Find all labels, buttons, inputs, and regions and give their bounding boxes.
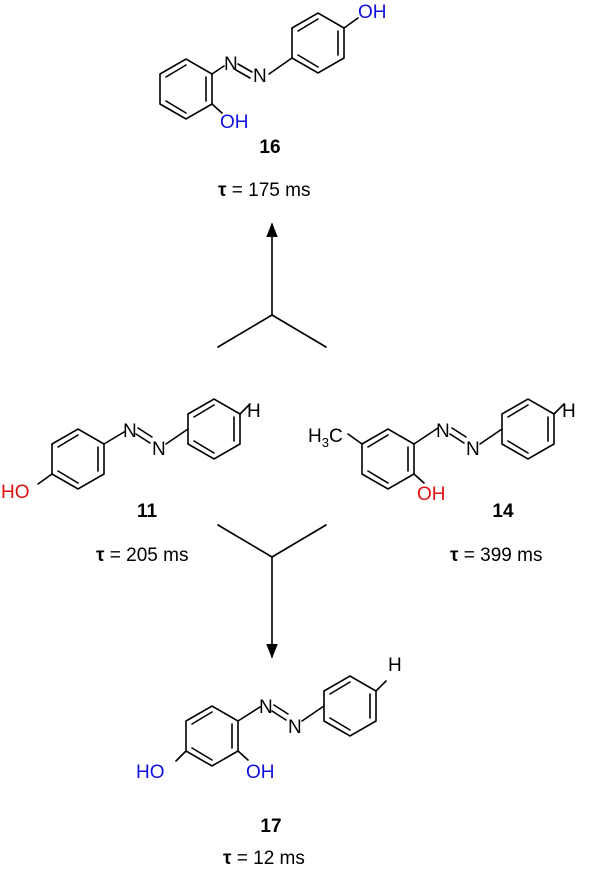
c11-azo-n1: N bbox=[123, 421, 137, 442]
c17-phenyl-ring bbox=[323, 675, 387, 737]
compound-17: HO OH N N H 17 τ = 12 ms bbox=[136, 655, 402, 869]
c14-methyl-c: C bbox=[329, 426, 343, 447]
c16-number: 16 bbox=[259, 137, 280, 158]
c11-phenol-ring bbox=[37, 428, 105, 490]
c16-tau-value: = 175 ms bbox=[226, 180, 310, 201]
c11-h: H bbox=[247, 401, 261, 422]
c11-tau-label: τ = 205 ms bbox=[96, 545, 188, 566]
c17-tau-value: = 12 ms bbox=[231, 848, 304, 869]
c14-phenyl-ring bbox=[501, 398, 565, 460]
c17-tau-label: τ = 12 ms bbox=[223, 848, 305, 869]
c14-oh: OH bbox=[417, 484, 446, 505]
c17-azo-group bbox=[237, 704, 325, 722]
c11-number: 11 bbox=[137, 501, 158, 522]
compound-11: HO N N H 11 τ = 205 ms bbox=[1, 398, 261, 566]
c16-oh-para: OH bbox=[358, 2, 387, 23]
c16-tau-label: τ = 175 ms bbox=[218, 180, 310, 201]
c11-oh: HO bbox=[1, 482, 30, 503]
c16-azo-group bbox=[211, 57, 293, 79]
c11-tau-symbol: τ bbox=[96, 545, 105, 566]
c17-number: 17 bbox=[260, 816, 281, 837]
c17-h: H bbox=[388, 655, 402, 676]
c17-oh-ortho: OH bbox=[246, 762, 275, 783]
c11-tau-value: = 205 ms bbox=[104, 545, 188, 566]
c17-tau-symbol: τ bbox=[223, 848, 232, 869]
c16-left-ring bbox=[159, 58, 223, 120]
c11-azo-group bbox=[103, 427, 189, 445]
c14-methyl-h: H bbox=[308, 426, 322, 447]
c16-azo-n1: N bbox=[224, 54, 238, 75]
c17-azo-n1: N bbox=[259, 697, 273, 718]
c14-azo-group bbox=[413, 427, 503, 445]
c17-oh-para: HO bbox=[136, 762, 165, 783]
c14-phenol-ring bbox=[347, 428, 425, 490]
c14-tau-label: τ = 399 ms bbox=[450, 545, 542, 566]
c16-azo-n2: N bbox=[253, 66, 267, 87]
c14-number: 14 bbox=[492, 501, 514, 522]
c17-resorcinol-ring bbox=[175, 705, 249, 767]
c14-h: H bbox=[562, 401, 576, 422]
c14-tau-value: = 399 ms bbox=[458, 545, 542, 566]
c14-methyl-sub: 3 bbox=[322, 435, 329, 450]
compound-16: OH N N OH 16 τ = 175 ms bbox=[159, 2, 387, 201]
c14-azo-n2: N bbox=[466, 439, 480, 460]
c14-azo-n1: N bbox=[436, 421, 450, 442]
c16-oh-ortho: OH bbox=[220, 112, 249, 133]
arrow-up-to-16 bbox=[217, 222, 327, 348]
c17-azo-n2: N bbox=[288, 717, 302, 738]
c11-azo-n2: N bbox=[152, 439, 166, 460]
arrow-down-to-17 bbox=[217, 524, 327, 659]
compound-14: H3C OH N N H 14 τ = 39 bbox=[308, 398, 576, 566]
c16-phenol-ring bbox=[291, 12, 359, 74]
c11-phenyl-ring bbox=[187, 398, 251, 460]
c16-tau-symbol: τ bbox=[218, 180, 227, 201]
c14-tau-symbol: τ bbox=[450, 545, 459, 566]
c14-methyl-label: H3C bbox=[308, 426, 343, 450]
